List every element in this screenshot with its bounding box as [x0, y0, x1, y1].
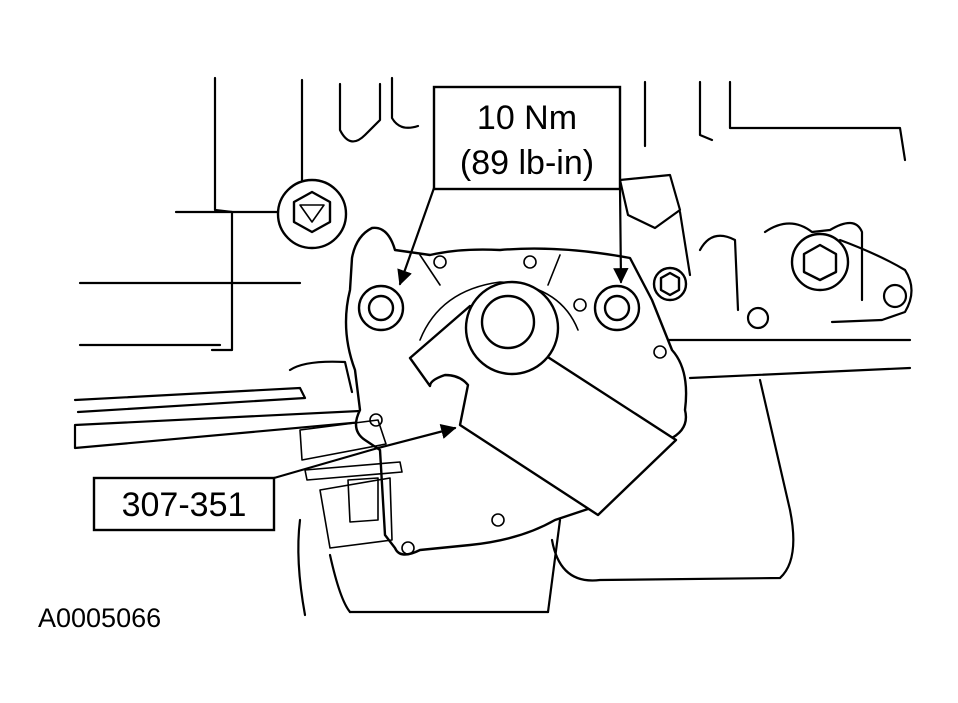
linkage-rod: [73, 360, 387, 450]
tool-number-label: 307-351: [122, 486, 247, 524]
torque-leader-right: [613, 186, 629, 284]
torque-leader-left: [397, 186, 436, 286]
hex-bolt-small: [652, 266, 688, 302]
tool-callout: 307-351: [92, 424, 457, 532]
hex-bolt-upper: [276, 178, 348, 250]
washer-right-2: [746, 306, 770, 330]
tool-leader: [272, 424, 457, 480]
washer-right-1: [882, 283, 908, 309]
transmission-housing: [78, 76, 913, 617]
shaft: [464, 280, 560, 376]
torque-lbin-label: (89 lb-in): [460, 144, 594, 182]
figure-id: A0005066: [38, 603, 161, 633]
torque-bolt-left: [357, 284, 405, 332]
torque-bolt-right: [593, 284, 641, 332]
hex-bolt-right: [790, 232, 850, 292]
torque-nm-label: 10 Nm: [477, 99, 577, 137]
torque-callout: 10 Nm (89 lb-in): [397, 85, 629, 286]
